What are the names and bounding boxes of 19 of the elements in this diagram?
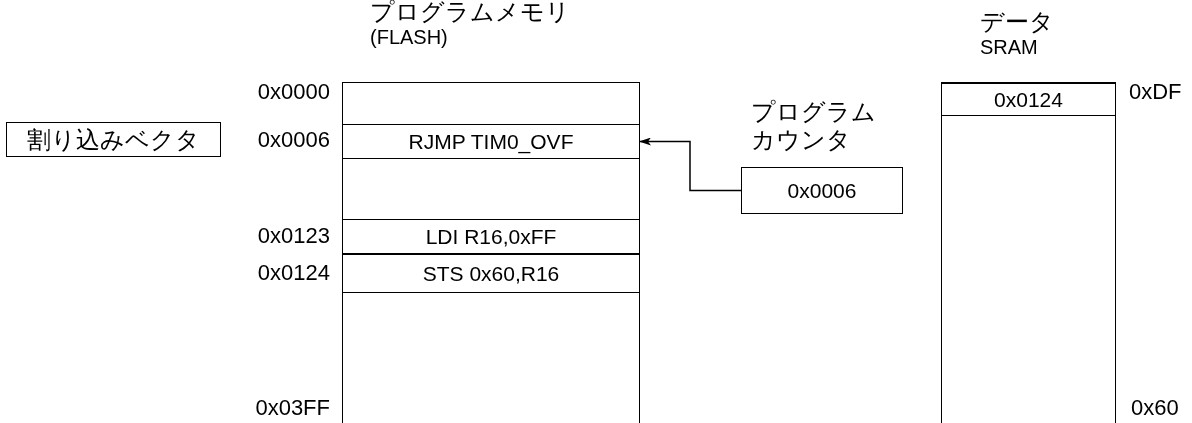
address-label: 0x03FF (255, 397, 330, 419)
address-label: 0x0124 (257, 262, 330, 284)
address-label: 0x0123 (257, 225, 330, 247)
memory-row: STS 0x60,R16 (343, 254, 639, 293)
arrow (638, 137, 742, 192)
address-label: 0xDF (1129, 81, 1182, 103)
address-label: 0x0000 (257, 81, 330, 103)
memory-title: プログラムメモリ (370, 0, 570, 24)
memory-row: 0x0124 (942, 83, 1115, 116)
memory-row: LDI R16,0xFF (343, 219, 639, 254)
register-title: プログラムカウンタ (751, 98, 876, 154)
address-label: 0x60 (1131, 397, 1179, 419)
address-label: 0x0006 (257, 129, 330, 151)
program-counter-box: 0x0006 (741, 167, 903, 214)
memory-title: データ (980, 10, 1054, 34)
memory-subtitle: SRAM (980, 37, 1039, 57)
vector-label-box: 割り込みベクタ (6, 122, 221, 157)
memory-subtitle: (FLASH) (370, 27, 449, 47)
memory-row: RJMP TIM0_OVF (343, 124, 639, 159)
